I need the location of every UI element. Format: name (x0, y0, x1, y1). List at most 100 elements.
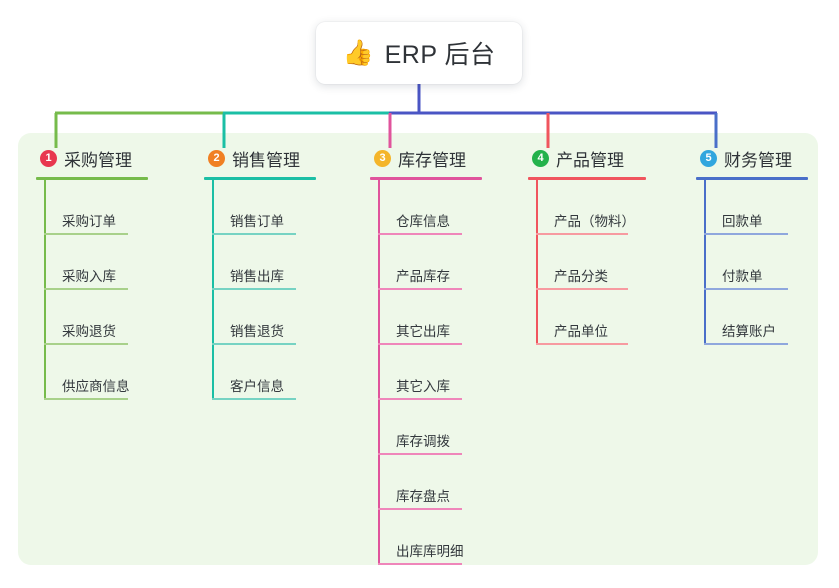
branch-item-underline (536, 288, 628, 290)
branch-header-1[interactable]: 1 采购管理 (36, 146, 148, 170)
branch-header-3[interactable]: 3 库存管理 (370, 146, 482, 170)
branch-item-underline (704, 233, 788, 235)
branch-item-label: 产品单位 (554, 324, 608, 339)
branch-header-4[interactable]: 4 产品管理 (528, 146, 646, 170)
branch-item-label: 采购订单 (62, 214, 116, 229)
branch-item[interactable]: 回款单 (696, 180, 808, 235)
branch-item-underline (536, 233, 628, 235)
branch-spine (536, 180, 538, 345)
branch-item[interactable]: 采购订单 (36, 180, 148, 235)
branch-item-label: 回款单 (722, 214, 763, 229)
branch-item-list: 回款单付款单结算账户 (696, 180, 808, 345)
branch-number-badge: 4 (532, 149, 549, 167)
diagram-background-panel (18, 133, 818, 565)
branch-item-label: 产品分类 (554, 269, 608, 284)
branch-item[interactable]: 库存盘点 (370, 455, 482, 510)
branch-item-underline (44, 288, 128, 290)
branch-item-underline (44, 398, 128, 400)
branch-item-underline (378, 398, 462, 400)
branch-spine (378, 180, 380, 565)
branch-item-underline (44, 343, 128, 345)
branch-item[interactable]: 产品库存 (370, 235, 482, 290)
branch-title: 采购管理 (64, 150, 132, 170)
branch-item[interactable]: 出库库明细 (370, 510, 482, 565)
branch-number-badge: 5 (700, 149, 717, 167)
branch-number-badge: 3 (374, 149, 391, 167)
branch-item-list: 销售订单销售出库销售退货客户信息 (204, 180, 316, 400)
branch-spine (704, 180, 706, 345)
branch-item-label: 其它出库 (396, 324, 450, 339)
branch-header-underline (370, 177, 482, 180)
branch-column-5: 5 财务管理回款单付款单结算账户 (696, 146, 808, 345)
branch-item[interactable]: 客户信息 (204, 345, 316, 400)
branch-item[interactable]: 采购入库 (36, 235, 148, 290)
root-node[interactable]: 👍 ERP 后台 (316, 22, 522, 84)
branch-item-label: 出库库明细 (396, 544, 464, 559)
branch-item[interactable]: 产品（物料） (528, 180, 646, 235)
branch-item-label: 产品（物料） (554, 214, 635, 229)
branch-item-label: 客户信息 (230, 379, 284, 394)
branch-item-label: 销售订单 (230, 214, 284, 229)
branch-number-badge: 1 (40, 149, 57, 167)
branch-item[interactable]: 销售出库 (204, 235, 316, 290)
branch-header-5[interactable]: 5 财务管理 (696, 146, 808, 170)
branch-item[interactable]: 销售订单 (204, 180, 316, 235)
branch-item-underline (378, 563, 462, 565)
branch-item-label: 采购入库 (62, 269, 116, 284)
branch-item[interactable]: 销售退货 (204, 290, 316, 345)
branch-item-underline (378, 508, 462, 510)
branch-item-label: 供应商信息 (62, 379, 130, 394)
branch-item[interactable]: 仓库信息 (370, 180, 482, 235)
branch-title: 销售管理 (232, 150, 300, 170)
branch-item-underline (536, 343, 628, 345)
branch-item-label: 库存盘点 (396, 489, 450, 504)
branch-item[interactable]: 产品分类 (528, 235, 646, 290)
branch-item[interactable]: 采购退货 (36, 290, 148, 345)
branch-item-label: 其它入库 (396, 379, 450, 394)
branch-item-list: 仓库信息产品库存其它出库其它入库库存调拨库存盘点出库库明细 (370, 180, 482, 565)
branch-item-underline (704, 343, 788, 345)
branch-item-list: 采购订单采购入库采购退货供应商信息 (36, 180, 148, 400)
root-node-label: ERP 后台 (384, 41, 496, 69)
branch-number-badge: 2 (208, 149, 225, 167)
branch-column-1: 1 采购管理采购订单采购入库采购退货供应商信息 (36, 146, 148, 400)
branch-item-list: 产品（物料） 产品分类产品单位 (528, 180, 646, 345)
branch-item-label: 结算账户 (722, 324, 776, 339)
branch-title: 财务管理 (724, 150, 792, 170)
branch-header-underline (204, 177, 316, 180)
branch-column-4: 4 产品管理产品（物料） 产品分类产品单位 (528, 146, 646, 345)
branch-item[interactable]: 产品单位 (528, 290, 646, 345)
branch-item-underline (44, 233, 128, 235)
branch-item-underline (378, 288, 462, 290)
branch-header-2[interactable]: 2 销售管理 (204, 146, 316, 170)
branch-item-underline (212, 233, 296, 235)
branch-item-underline (212, 343, 296, 345)
branch-item-label: 销售退货 (230, 324, 284, 339)
branch-item-underline (212, 398, 296, 400)
branch-spine (44, 180, 46, 400)
branch-item-label: 采购退货 (62, 324, 116, 339)
branch-header-underline (36, 177, 148, 180)
branch-item[interactable]: 供应商信息 (36, 345, 148, 400)
branch-item-label: 库存调拨 (396, 434, 450, 449)
branch-title: 产品管理 (556, 150, 624, 170)
branch-header-underline (528, 177, 646, 180)
branch-item-label: 产品库存 (396, 269, 450, 284)
branch-header-underline (696, 177, 808, 180)
branch-column-3: 3 库存管理仓库信息产品库存其它出库其它入库库存调拨库存盘点出库库明细 (370, 146, 482, 565)
branch-item[interactable]: 结算账户 (696, 290, 808, 345)
branch-item-underline (212, 288, 296, 290)
branch-column-2: 2 销售管理销售订单销售出库销售退货客户信息 (204, 146, 316, 400)
branch-item-underline (378, 233, 462, 235)
branch-item[interactable]: 库存调拨 (370, 400, 482, 455)
branch-item[interactable]: 其它入库 (370, 345, 482, 400)
branch-item-label: 仓库信息 (396, 214, 450, 229)
thumbs-up-icon: 👍 (342, 38, 374, 67)
branch-item[interactable]: 付款单 (696, 235, 808, 290)
branch-title: 库存管理 (398, 150, 466, 170)
branch-item[interactable]: 其它出库 (370, 290, 482, 345)
branch-item-underline (378, 343, 462, 345)
branch-item-underline (704, 288, 788, 290)
branch-item-underline (378, 453, 462, 455)
